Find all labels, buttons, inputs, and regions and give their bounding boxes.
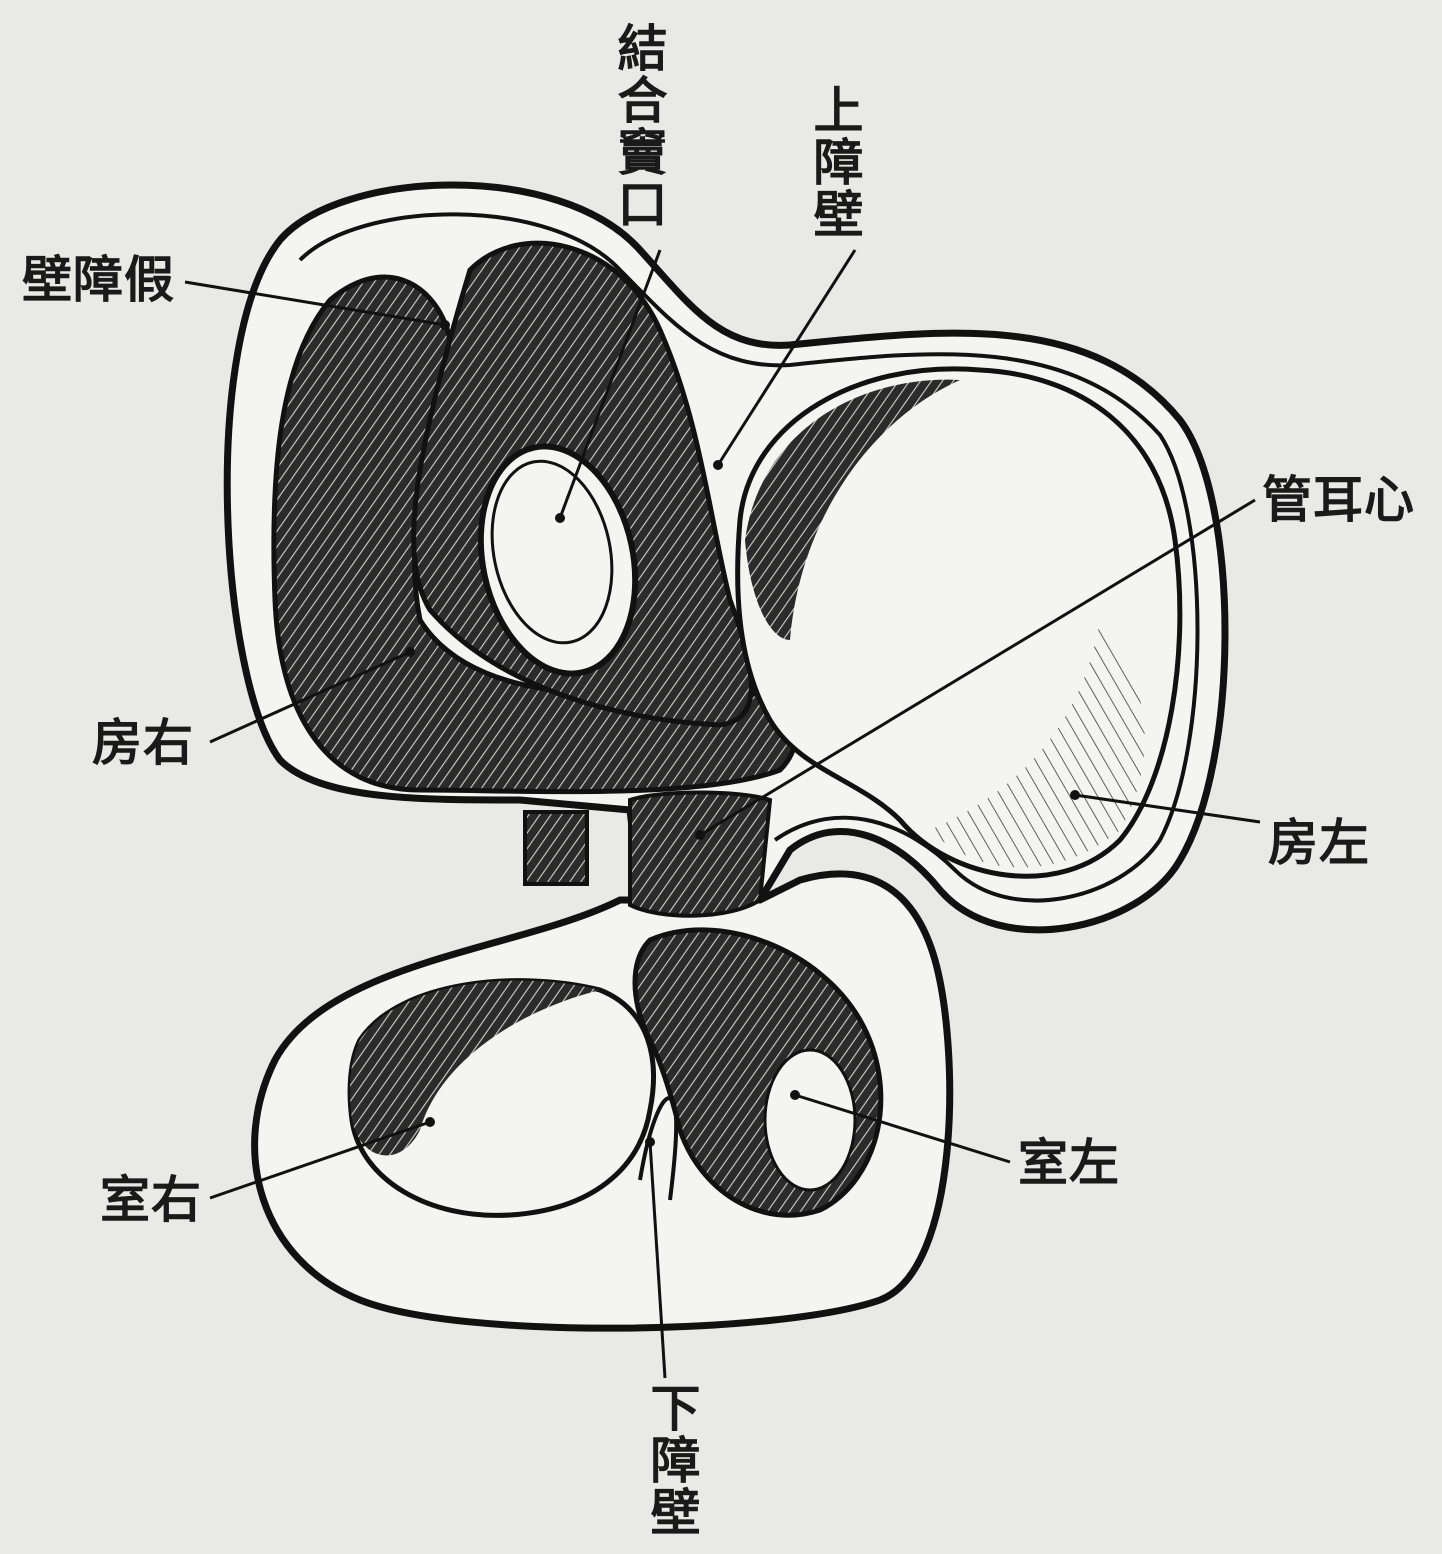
label-septum-inferior: 下障壁 [645,1382,698,1538]
notch-block [525,812,587,884]
label-auricular-canal: 管耳心 [1262,475,1415,525]
left-ventricle-lumen [765,1050,855,1190]
label-right-atrium: 房右 [92,718,194,768]
label-false-septum: 壁障假 [22,255,175,305]
label-septum-superior: 上障壁 [808,84,861,240]
label-left-ventricle: 室左 [1018,1138,1120,1188]
auricular-canal [630,793,770,916]
label-right-ventricle: 室右 [100,1175,202,1225]
label-left-atrium: 房左 [1268,818,1370,868]
label-coronary-sinus-opening: 結合竇口 [612,22,665,230]
